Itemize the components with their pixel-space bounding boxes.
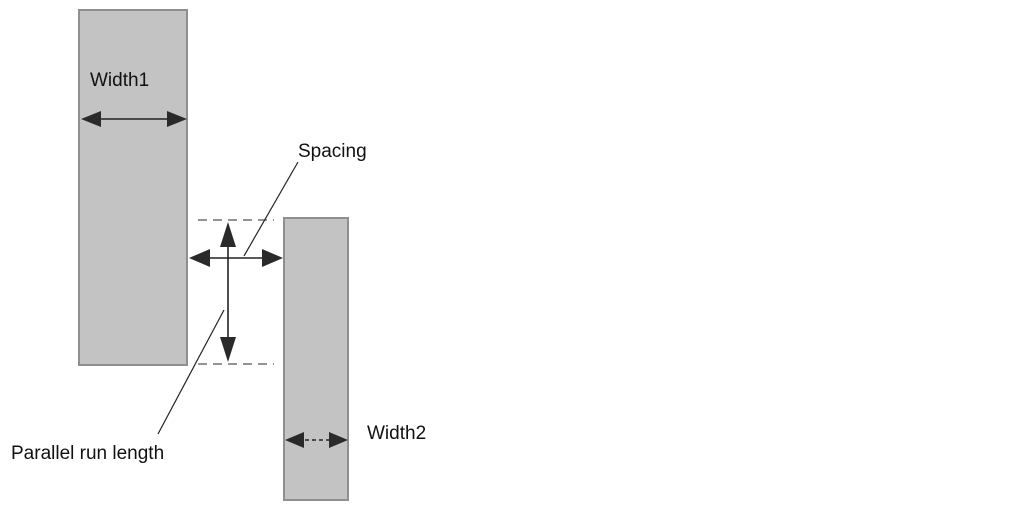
shape-2 — [283, 217, 349, 501]
parallel-run-length-label: Parallel run length — [11, 443, 164, 464]
spacing-leader-line — [243, 161, 299, 257]
width1-label: Width1 — [90, 70, 149, 91]
spacing-dimension-arrow — [189, 249, 283, 267]
parallel-run-length-dimension-arrow — [220, 222, 236, 362]
width1-dimension-arrow — [81, 111, 187, 127]
shape-1 — [78, 9, 188, 366]
width2-label: Width2 — [367, 423, 426, 444]
spacing-label: Spacing — [298, 141, 367, 162]
parallel-run-length-leader-line — [157, 309, 225, 435]
width2-dimension-arrow — [285, 432, 348, 448]
